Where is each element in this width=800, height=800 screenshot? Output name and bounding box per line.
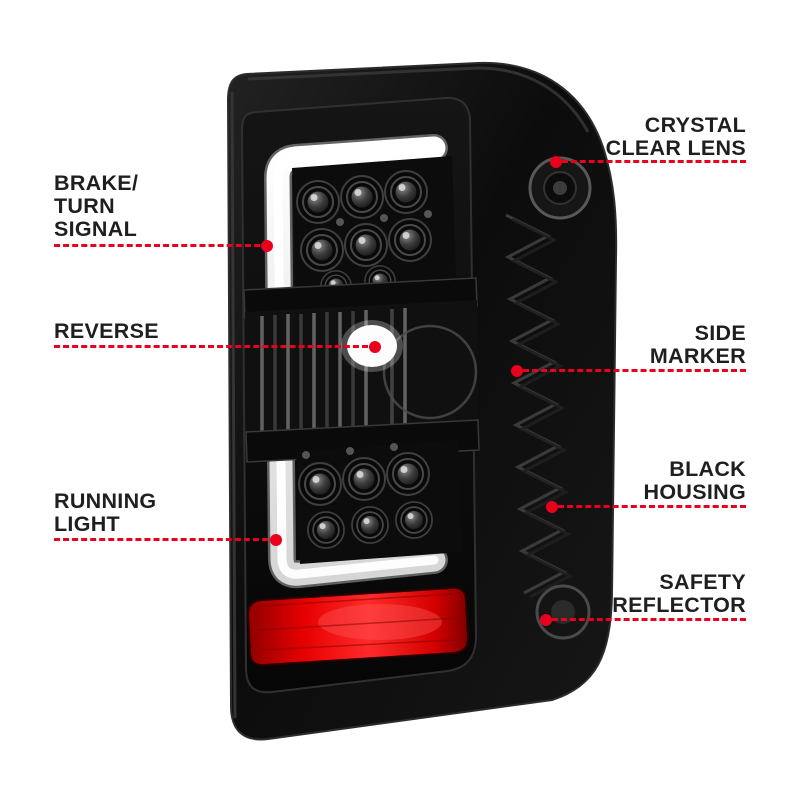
leader-line-reverse [54,345,368,348]
leader-line-crystal-clear-lens [562,160,746,163]
leader-dot-side-marker [511,365,523,377]
leader-dot-reverse [369,341,381,353]
callout-label-running-light: RUNNING LIGHT [54,489,157,536]
callout-label-crystal-clear-lens: CRYSTAL CLEAR LENS [605,113,746,160]
callout-label-safety-reflector: SAFETY REFLECTOR [612,570,746,617]
leader-line-running-light [54,538,268,541]
leader-line-side-marker [523,369,746,372]
brake-turn-led-cluster [292,156,456,302]
leader-line-black-housing [558,505,746,508]
running-light-led-cluster [296,440,462,564]
reverse-light-section [245,300,478,436]
leader-line-safety-reflector [552,618,746,621]
callout-label-black-housing: BLACK HOUSING [643,457,746,504]
callout-label-brake-turn-signal: BRAKE/ TURN SIGNAL [54,171,139,241]
safety-reflector-strip [246,586,470,667]
callout-label-side-marker: SIDE MARKER [649,321,746,368]
callout-label-reverse: REVERSE [54,319,159,343]
side-marker-serration [504,213,574,599]
leader-dot-crystal-clear-lens [550,156,562,168]
leader-dot-safety-reflector [540,614,552,626]
leader-dot-brake-turn-signal [261,240,273,252]
leader-line-brake-turn-signal [54,244,260,247]
leader-dot-black-housing [546,501,558,513]
leader-dot-running-light [270,534,282,546]
bulb-socket [528,156,592,220]
lower-mount-ring [535,584,591,640]
